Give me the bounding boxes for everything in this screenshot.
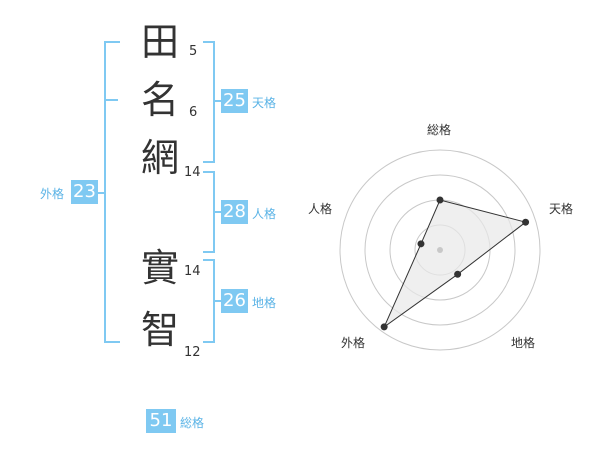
radar-label-gaikaku: 外格 bbox=[341, 336, 366, 350]
gaikaku-bracket bbox=[104, 41, 120, 343]
radar-center bbox=[437, 247, 443, 253]
jinkaku-connector bbox=[213, 211, 221, 213]
stroke-count-2: 6 bbox=[189, 105, 198, 120]
radar-point-0 bbox=[436, 196, 444, 204]
gaikaku-label: 外格 bbox=[40, 187, 65, 201]
tenkaku-connector bbox=[213, 100, 221, 102]
radar-points bbox=[380, 196, 530, 331]
stroke-count-5: 12 bbox=[184, 345, 201, 360]
radar-label-soukaku: 総格 bbox=[427, 123, 452, 137]
tenkaku-bracket bbox=[203, 41, 215, 163]
radar-ring-4 bbox=[339, 149, 541, 351]
name-char-4: 實 bbox=[140, 246, 179, 290]
name-char-3: 網 bbox=[140, 136, 179, 180]
soukaku-label: 総格 bbox=[180, 416, 205, 430]
soukaku-value: 51 bbox=[146, 409, 176, 433]
radar-label-tenkaku: 天格 bbox=[549, 202, 574, 216]
gaikaku-value: 23 bbox=[71, 180, 98, 204]
radar-ring-3 bbox=[364, 174, 516, 326]
name-char-1: 田 bbox=[140, 20, 179, 64]
tenkaku-value: 25 bbox=[221, 89, 248, 113]
chikaku-label: 地格 bbox=[252, 296, 277, 310]
radar-label-chikaku: 地格 bbox=[511, 336, 536, 350]
radar-point-3 bbox=[380, 323, 388, 331]
jinkaku-value: 28 bbox=[221, 200, 248, 224]
radar-label-jinkaku: 人格 bbox=[308, 202, 333, 216]
tenkaku-label: 天格 bbox=[252, 96, 277, 110]
radar-polygon bbox=[382, 199, 527, 329]
radar-point-4 bbox=[417, 240, 425, 248]
stroke-count-3: 14 bbox=[184, 165, 201, 180]
radar-point-2 bbox=[454, 270, 462, 278]
stroke-count-4: 14 bbox=[184, 264, 201, 279]
name-char-5: 智 bbox=[140, 308, 179, 352]
stroke-count-1: 5 bbox=[189, 44, 198, 59]
jinkaku-label: 人格 bbox=[252, 207, 277, 221]
chikaku-value: 26 bbox=[221, 289, 248, 313]
chikaku-connector bbox=[213, 300, 221, 302]
radar-chart bbox=[339, 149, 541, 351]
gaikaku-connector bbox=[98, 192, 104, 194]
name-char-2: 名 bbox=[140, 78, 179, 122]
gaikaku-bracket-mid bbox=[104, 99, 118, 101]
radar-point-1 bbox=[522, 218, 530, 226]
